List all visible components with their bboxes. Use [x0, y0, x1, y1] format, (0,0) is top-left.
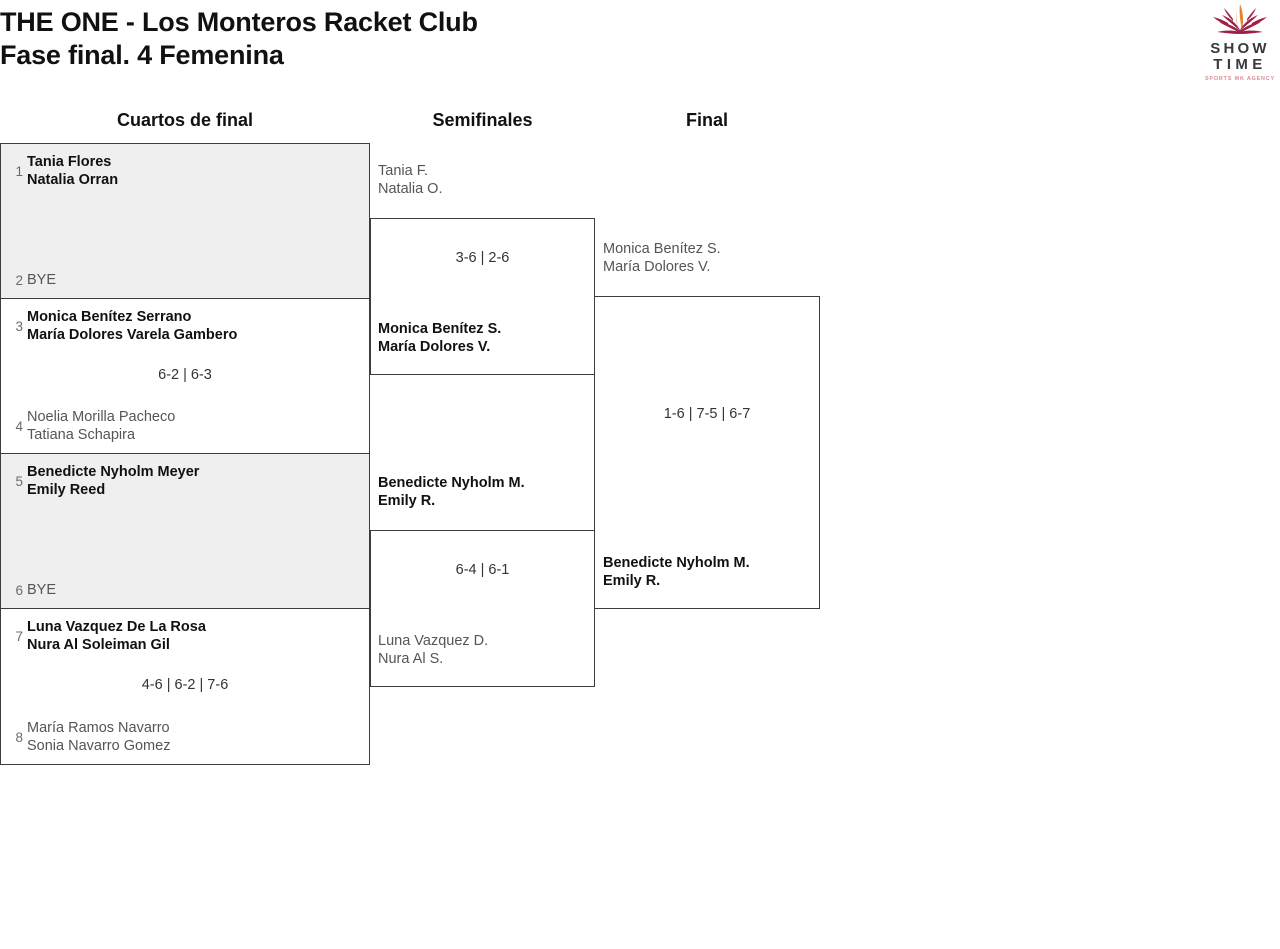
round-header-semifinals: Semifinales: [432, 110, 533, 130]
tournament-name: THE ONE - Los Monteros Racket Club: [0, 7, 478, 37]
match-score: 6-2 | 6-3: [158, 367, 212, 383]
team-player-1: Noelia Morilla Pacheco: [27, 409, 176, 425]
team-player-2: Sonia Navarro Gomez: [27, 738, 171, 754]
match-slot-bottom[interactable]: Luna Vazquez D. Nura Al S.: [371, 632, 594, 668]
seed-number: 1: [15, 163, 23, 179]
match-slot-top[interactable]: Benedicte Nyholm M. Emily R.: [371, 474, 594, 510]
team-player-1: BYE: [27, 582, 57, 598]
team-player-1: Luna Vazquez De La Rosa: [27, 619, 206, 635]
match-quarterfinal-3[interactable]: 5 Benedicte Nyholm Meyer Emily Reed 6 BY…: [0, 453, 370, 609]
team-player-2: Nura Al S.: [378, 651, 444, 667]
match-score: 1-6 | 7-5 | 6-7: [663, 406, 751, 422]
team-player-2: Tatiana Schapira: [27, 427, 136, 443]
team-player-1: Monica Benítez S.: [603, 241, 721, 257]
match-semifinal-1[interactable]: Tania F. Natalia O. 3-6 | 2-6 Monica Ben…: [370, 163, 595, 375]
team-player-2: Emily R.: [603, 573, 661, 589]
team-player-2: María Dolores Varela Gambero: [27, 327, 238, 343]
team-player-2: Natalia O.: [378, 181, 443, 197]
tournament-phase: Fase final. 4 Femenina: [0, 40, 284, 70]
team-player-2: María Dolores V.: [378, 339, 491, 355]
team-player-1: BYE: [27, 272, 57, 288]
match-slot-top[interactable]: 1 Tania Flores Natalia Orran: [1, 153, 369, 189]
seed-number: 6: [15, 582, 23, 598]
team-player-2: Emily R.: [378, 493, 436, 509]
logo-tagline: SPORTS MK AGENCY: [1204, 76, 1275, 82]
match-quarterfinal-2[interactable]: 3 Monica Benítez Serrano María Dolores V…: [0, 298, 370, 454]
page-title: THE ONE - Los Monteros Racket Club Fase …: [0, 6, 900, 72]
match-slot-top[interactable]: 5 Benedicte Nyholm Meyer Emily Reed: [1, 463, 369, 499]
match-slot-top[interactable]: 7 Luna Vazquez De La Rosa Nura Al Soleim…: [1, 618, 369, 654]
team-player-1: María Ramos Navarro: [27, 720, 170, 736]
team-player-2: Emily Reed: [27, 482, 106, 498]
showtime-logo: SHOW TIME SPORTS MK AGENCY: [1200, 0, 1280, 82]
match-slot-bottom[interactable]: 2 BYE: [1, 271, 369, 289]
team-player-2: María Dolores V.: [603, 259, 711, 275]
firework-burst-icon: [1213, 4, 1267, 34]
team-player-1: Benedicte Nyholm Meyer: [27, 464, 200, 480]
seed-number: 7: [15, 628, 23, 644]
match-slot-bottom[interactable]: Monica Benítez S. María Dolores V.: [371, 320, 594, 356]
team-player-1: Monica Benítez S.: [378, 321, 502, 337]
match-final[interactable]: Monica Benítez S. María Dolores V. 1-6 |…: [594, 241, 820, 609]
seed-number: 3: [15, 318, 23, 334]
seed-number: 5: [15, 473, 23, 489]
match-slot-top[interactable]: Monica Benítez S. María Dolores V.: [595, 240, 819, 276]
team-player-1: Benedicte Nyholm M.: [603, 555, 750, 571]
team-player-1: Luna Vazquez D.: [378, 633, 489, 649]
match-slot-top[interactable]: Tania F. Natalia O.: [371, 162, 594, 198]
match-quarterfinal-4[interactable]: 7 Luna Vazquez De La Rosa Nura Al Soleim…: [0, 608, 370, 765]
match-slot-bottom[interactable]: Benedicte Nyholm M. Emily R.: [595, 554, 819, 590]
match-slot-bottom[interactable]: 6 BYE: [1, 581, 369, 599]
match-quarterfinal-1[interactable]: 1 Tania Flores Natalia Orran 2 BYE: [0, 143, 370, 299]
team-player-2: Natalia Orran: [27, 172, 119, 188]
match-slot-top[interactable]: 3 Monica Benítez Serrano María Dolores V…: [1, 308, 369, 344]
logo-word-time: TIME: [1213, 56, 1267, 73]
team-player-1: Tania F.: [378, 163, 428, 179]
match-score: 6-4 | 6-1: [455, 562, 510, 578]
team-player-1: Monica Benítez Serrano: [27, 309, 192, 325]
seed-number: 8: [15, 729, 23, 745]
match-semifinal-2[interactable]: Benedicte Nyholm M. Emily R. 6-4 | 6-1 L…: [370, 475, 595, 687]
seed-number: 2: [15, 272, 23, 288]
logo-word-show: SHOW: [1210, 40, 1270, 57]
round-header-final: Final: [685, 110, 728, 130]
round-header-quarterfinals: Cuartos de final: [116, 110, 254, 130]
seed-number: 4: [15, 418, 23, 434]
match-slot-bottom[interactable]: 8 María Ramos Navarro Sonia Navarro Gome…: [1, 719, 369, 755]
team-player-1: Tania Flores: [27, 154, 112, 170]
match-score: 4-6 | 6-2 | 7-6: [141, 677, 229, 693]
match-slot-bottom[interactable]: 4 Noelia Morilla Pacheco Tatiana Schapir…: [1, 408, 369, 444]
team-player-2: Nura Al Soleiman Gil: [27, 637, 170, 653]
match-score: 3-6 | 2-6: [455, 250, 510, 266]
team-player-1: Benedicte Nyholm M.: [378, 475, 525, 491]
